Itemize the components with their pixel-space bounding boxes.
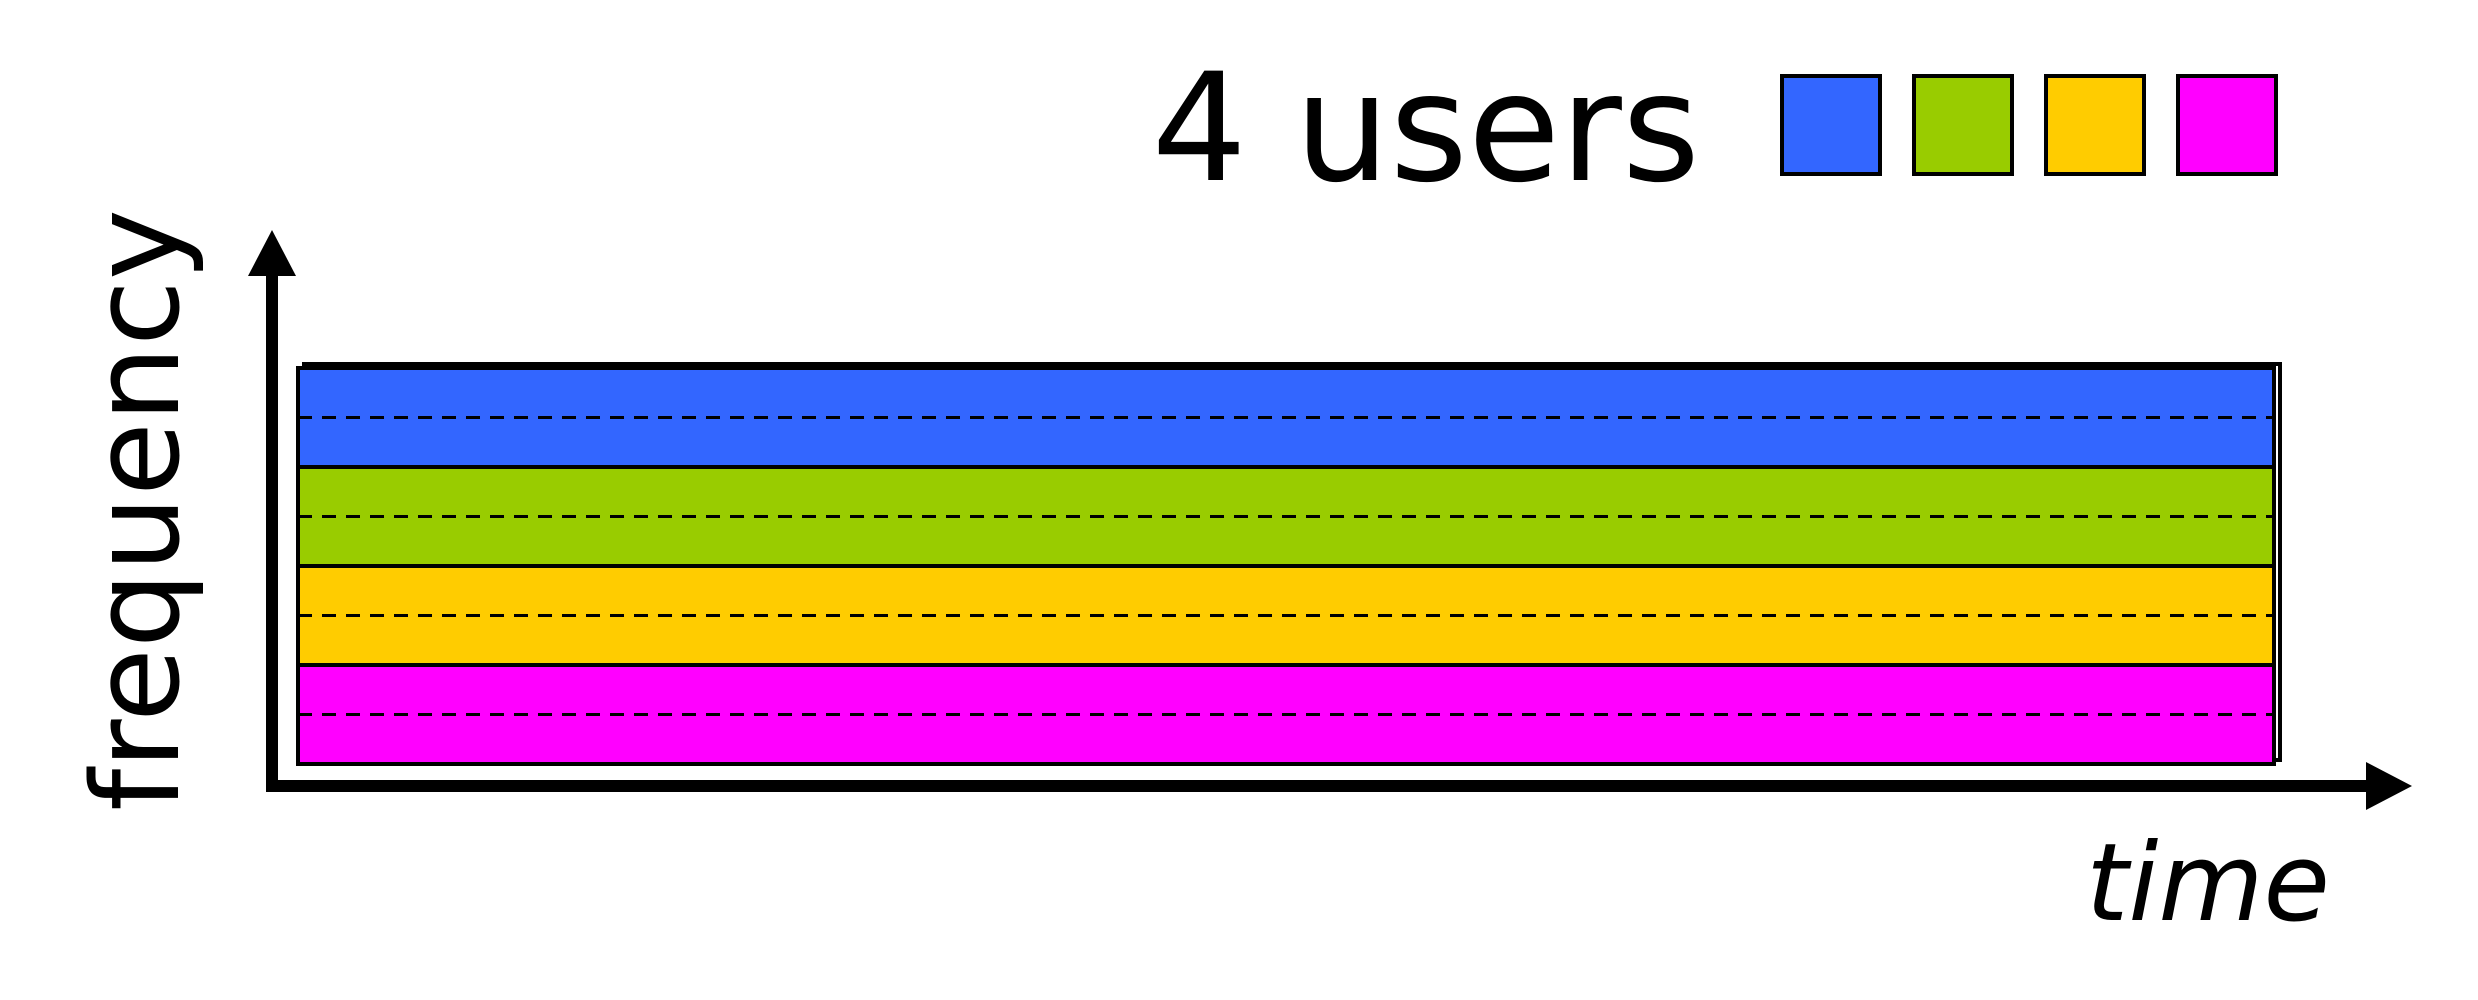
user-legend xyxy=(1780,74,2278,176)
diagram-title: 4 users xyxy=(1152,42,1700,216)
x-axis-arrow-icon xyxy=(2366,762,2412,810)
legend-swatch-user-2 xyxy=(1912,74,2014,176)
x-axis-label: time xyxy=(2086,821,2330,946)
y-axis-arrow-icon xyxy=(248,230,296,276)
legend-swatch-user-4 xyxy=(2176,74,2278,176)
axes xyxy=(248,230,2412,810)
legend-swatch-user-3 xyxy=(2044,74,2146,176)
legend-swatch-user-1 xyxy=(1780,74,1882,176)
y-axis-label: frequency xyxy=(68,209,207,811)
frequency-bands xyxy=(296,362,2282,766)
